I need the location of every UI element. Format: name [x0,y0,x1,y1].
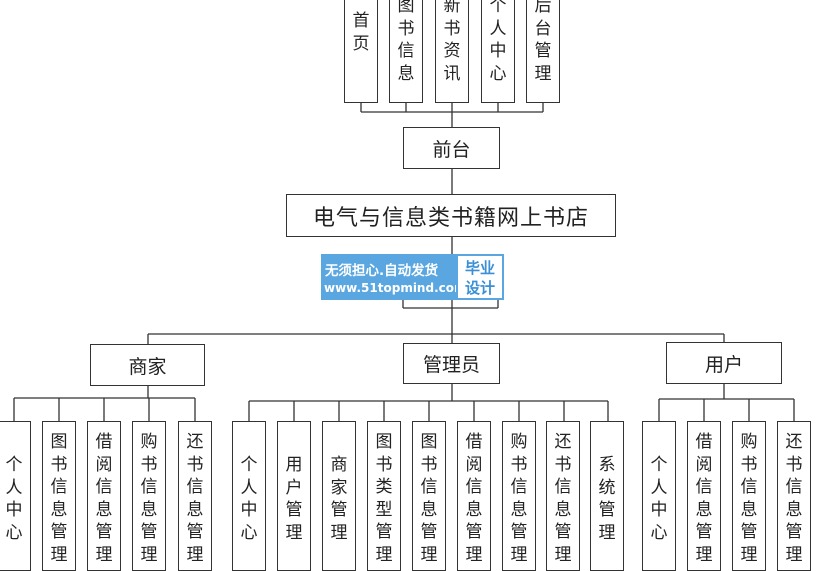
watermark-badge-text: 毕业设计 [465,259,496,297]
module-label: 购书信息管理 [140,432,158,565]
frontend-label: 前台 [432,138,471,161]
frontend-module-personal-center: 个人中心 [481,0,515,103]
frontend-module-label: 后台管理 [534,0,552,84]
admin-module-book-info-mgmt: 图书信息管理 [412,421,446,571]
admin-module-system-mgmt: 系统管理 [590,421,624,571]
admin-module-return-info-mgmt: 还书信息管理 [546,421,580,571]
module-label: 用户管理 [285,455,303,543]
system-root-node: 电气与信息类书籍网上书店 [286,194,616,237]
frontend-module-home: 首页 [344,0,378,103]
watermark-banner: 无须担心.自动发货 www.51topmind.com 毕业设计 [321,254,504,300]
user-module-purchase-info-mgmt: 购书信息管理 [732,421,766,571]
watermark-badge: 毕业设计 [456,254,504,300]
module-label: 借阅信息管理 [465,432,483,565]
admin-module-borrow-info-mgmt: 借阅信息管理 [457,421,491,571]
frontend-module-label: 新书资讯 [443,0,461,84]
module-label: 个人中心 [5,455,23,543]
role-label: 用户 [704,353,743,376]
module-label: 购书信息管理 [740,432,758,565]
system-title: 电气与信息类书籍网上书店 [312,205,589,231]
module-label: 还书信息管理 [186,432,204,565]
role-node-user: 用户 [666,342,782,384]
frontend-module-label: 个人中心 [489,0,507,84]
frontend-module-label: 图书信息 [397,0,415,84]
connector-lines [13,103,795,421]
module-label: 借阅信息管理 [695,432,713,565]
role-node-merchant: 商家 [90,344,205,386]
module-label: 个人中心 [240,455,258,543]
module-label: 个人中心 [650,455,668,543]
module-label: 图书类型管理 [375,432,393,565]
role-label: 管理员 [422,354,480,376]
admin-module-book-type-mgmt: 图书类型管理 [367,421,401,571]
module-label: 还书信息管理 [554,432,572,565]
frontend-module-label: 首页 [352,11,370,54]
merchant-module-purchase-info-mgmt: 购书信息管理 [132,421,166,571]
admin-module-purchase-info-mgmt: 购书信息管理 [502,421,536,571]
user-module-personal-center: 个人中心 [642,421,676,571]
frontend-module-book-info: 图书信息 [389,0,423,103]
admin-module-user-mgmt: 用户管理 [277,421,311,571]
module-label: 借阅信息管理 [95,432,113,565]
module-label: 商家管理 [330,455,348,543]
role-node-admin: 管理员 [403,343,500,384]
admin-module-personal-center: 个人中心 [232,421,266,571]
watermark-left-panel: 无须担心.自动发货 www.51topmind.com [321,254,467,300]
merchant-module-return-info-mgmt: 还书信息管理 [178,421,212,571]
frontend-module-backend-admin: 后台管理 [526,0,560,103]
user-module-return-info-mgmt: 还书信息管理 [777,421,811,571]
module-label: 还书信息管理 [785,432,803,565]
frontend-node: 前台 [403,127,500,169]
watermark-slogan: 无须担心.自动发货 [325,263,439,279]
merchant-module-personal-center: 个人中心 [0,421,31,571]
merchant-module-book-info-mgmt: 图书信息管理 [42,421,76,571]
role-label: 商家 [128,355,167,378]
module-label: 图书信息管理 [420,432,438,565]
module-label: 购书信息管理 [510,432,528,565]
module-label: 系统管理 [598,455,616,543]
watermark-url: www.51topmind.com [324,281,467,295]
user-module-borrow-info-mgmt: 借阅信息管理 [687,421,721,571]
frontend-module-new-book-news: 新书资讯 [435,0,469,103]
merchant-module-borrow-info-mgmt: 借阅信息管理 [87,421,121,571]
admin-module-merchant-mgmt: 商家管理 [322,421,356,571]
module-label: 图书信息管理 [50,432,68,565]
